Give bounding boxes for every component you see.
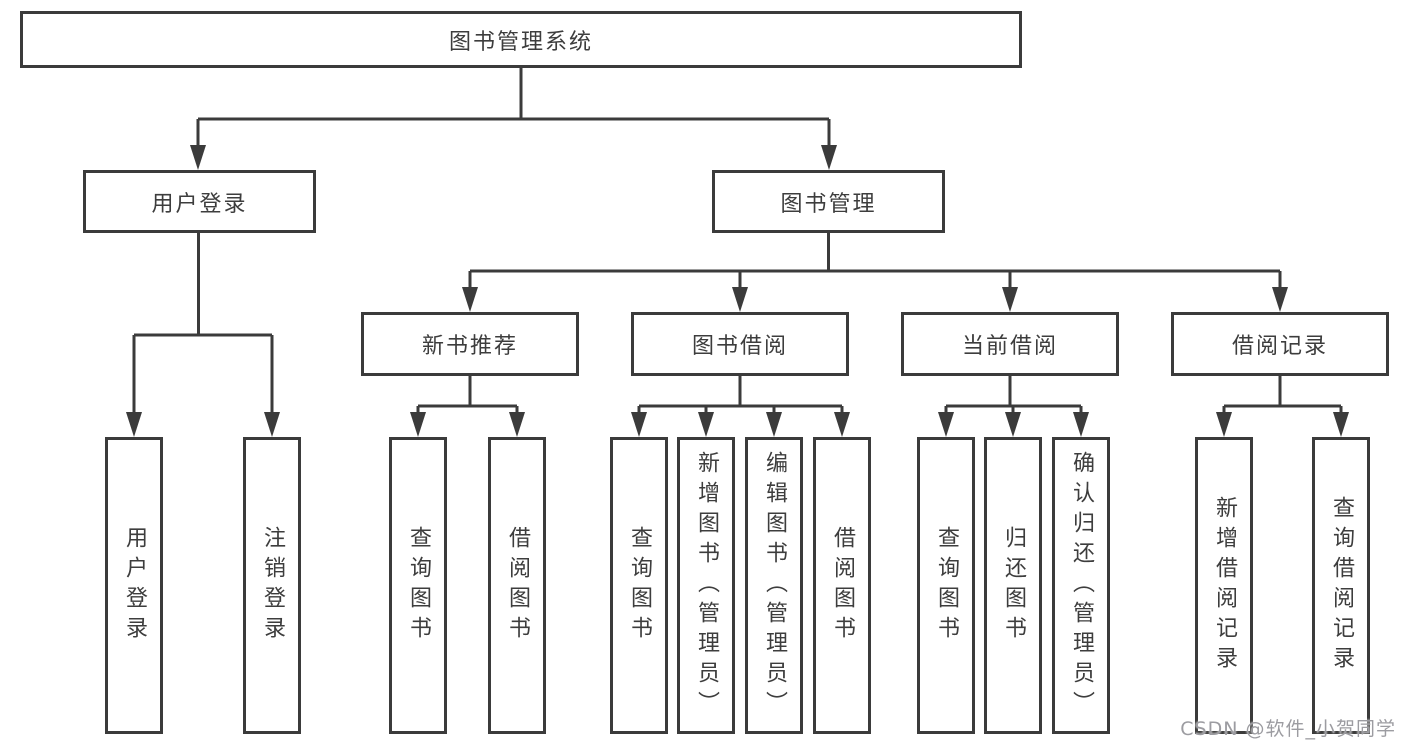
leaf-confirm-return-admin: 确认归还（管理员） — [1052, 437, 1110, 734]
arrowhead-icon — [190, 145, 206, 170]
arrowhead-icon — [509, 412, 525, 437]
node-current-borrowing: 当前借阅 — [901, 312, 1119, 376]
arrowhead-icon — [631, 412, 647, 437]
connector-path — [132, 68, 1343, 415]
leaf-user-login: 用户登录 — [105, 437, 163, 734]
arrowhead-icon — [1272, 287, 1288, 312]
leaf-query-books-borrowing: 查询图书 — [610, 437, 668, 734]
arrowhead-icon — [1073, 412, 1089, 437]
leaf-borrow-books-recommend: 借阅图书 — [488, 437, 546, 734]
arrowhead-icon — [1216, 412, 1232, 437]
leaf-add-books-admin: 新增图书（管理员） — [677, 437, 735, 734]
arrowhead-icon — [821, 145, 837, 170]
arrowhead-icon — [1005, 412, 1021, 437]
node-borrow-records: 借阅记录 — [1171, 312, 1389, 376]
arrowhead-icon — [462, 287, 478, 312]
arrowhead-icon — [834, 412, 850, 437]
leaf-logout-login: 注销登录 — [243, 437, 301, 734]
arrowhead-icon — [732, 287, 748, 312]
node-user-login: 用户登录 — [83, 170, 316, 233]
node-book-borrowing: 图书借阅 — [631, 312, 849, 376]
watermark: CSDN @软件_小贺同学 — [1180, 718, 1396, 740]
leaf-edit-books-admin: 编辑图书（管理员） — [745, 437, 803, 734]
leaf-query-books-current: 查询图书 — [917, 437, 975, 734]
leaf-query-borrow-record: 查询借阅记录 — [1312, 437, 1370, 734]
arrowhead-icon — [1002, 287, 1018, 312]
arrowhead-icon — [766, 412, 782, 437]
arrowhead-icon — [264, 412, 280, 437]
leaf-return-books: 归还图书 — [984, 437, 1042, 734]
leaf-query-books-recommend: 查询图书 — [389, 437, 447, 734]
node-library-management-system: 图书管理系统 — [20, 11, 1022, 68]
leaf-add-borrow-record: 新增借阅记录 — [1195, 437, 1253, 734]
node-book-management: 图书管理 — [712, 170, 945, 233]
node-new-book-recommend: 新书推荐 — [361, 312, 579, 376]
arrowhead-icon — [410, 412, 426, 437]
arrowhead-icon — [126, 412, 142, 437]
arrowhead-icon — [1333, 412, 1349, 437]
leaf-borrow-books: 借阅图书 — [813, 437, 871, 734]
arrowhead-icon — [698, 412, 714, 437]
arrowhead-icon — [938, 412, 954, 437]
